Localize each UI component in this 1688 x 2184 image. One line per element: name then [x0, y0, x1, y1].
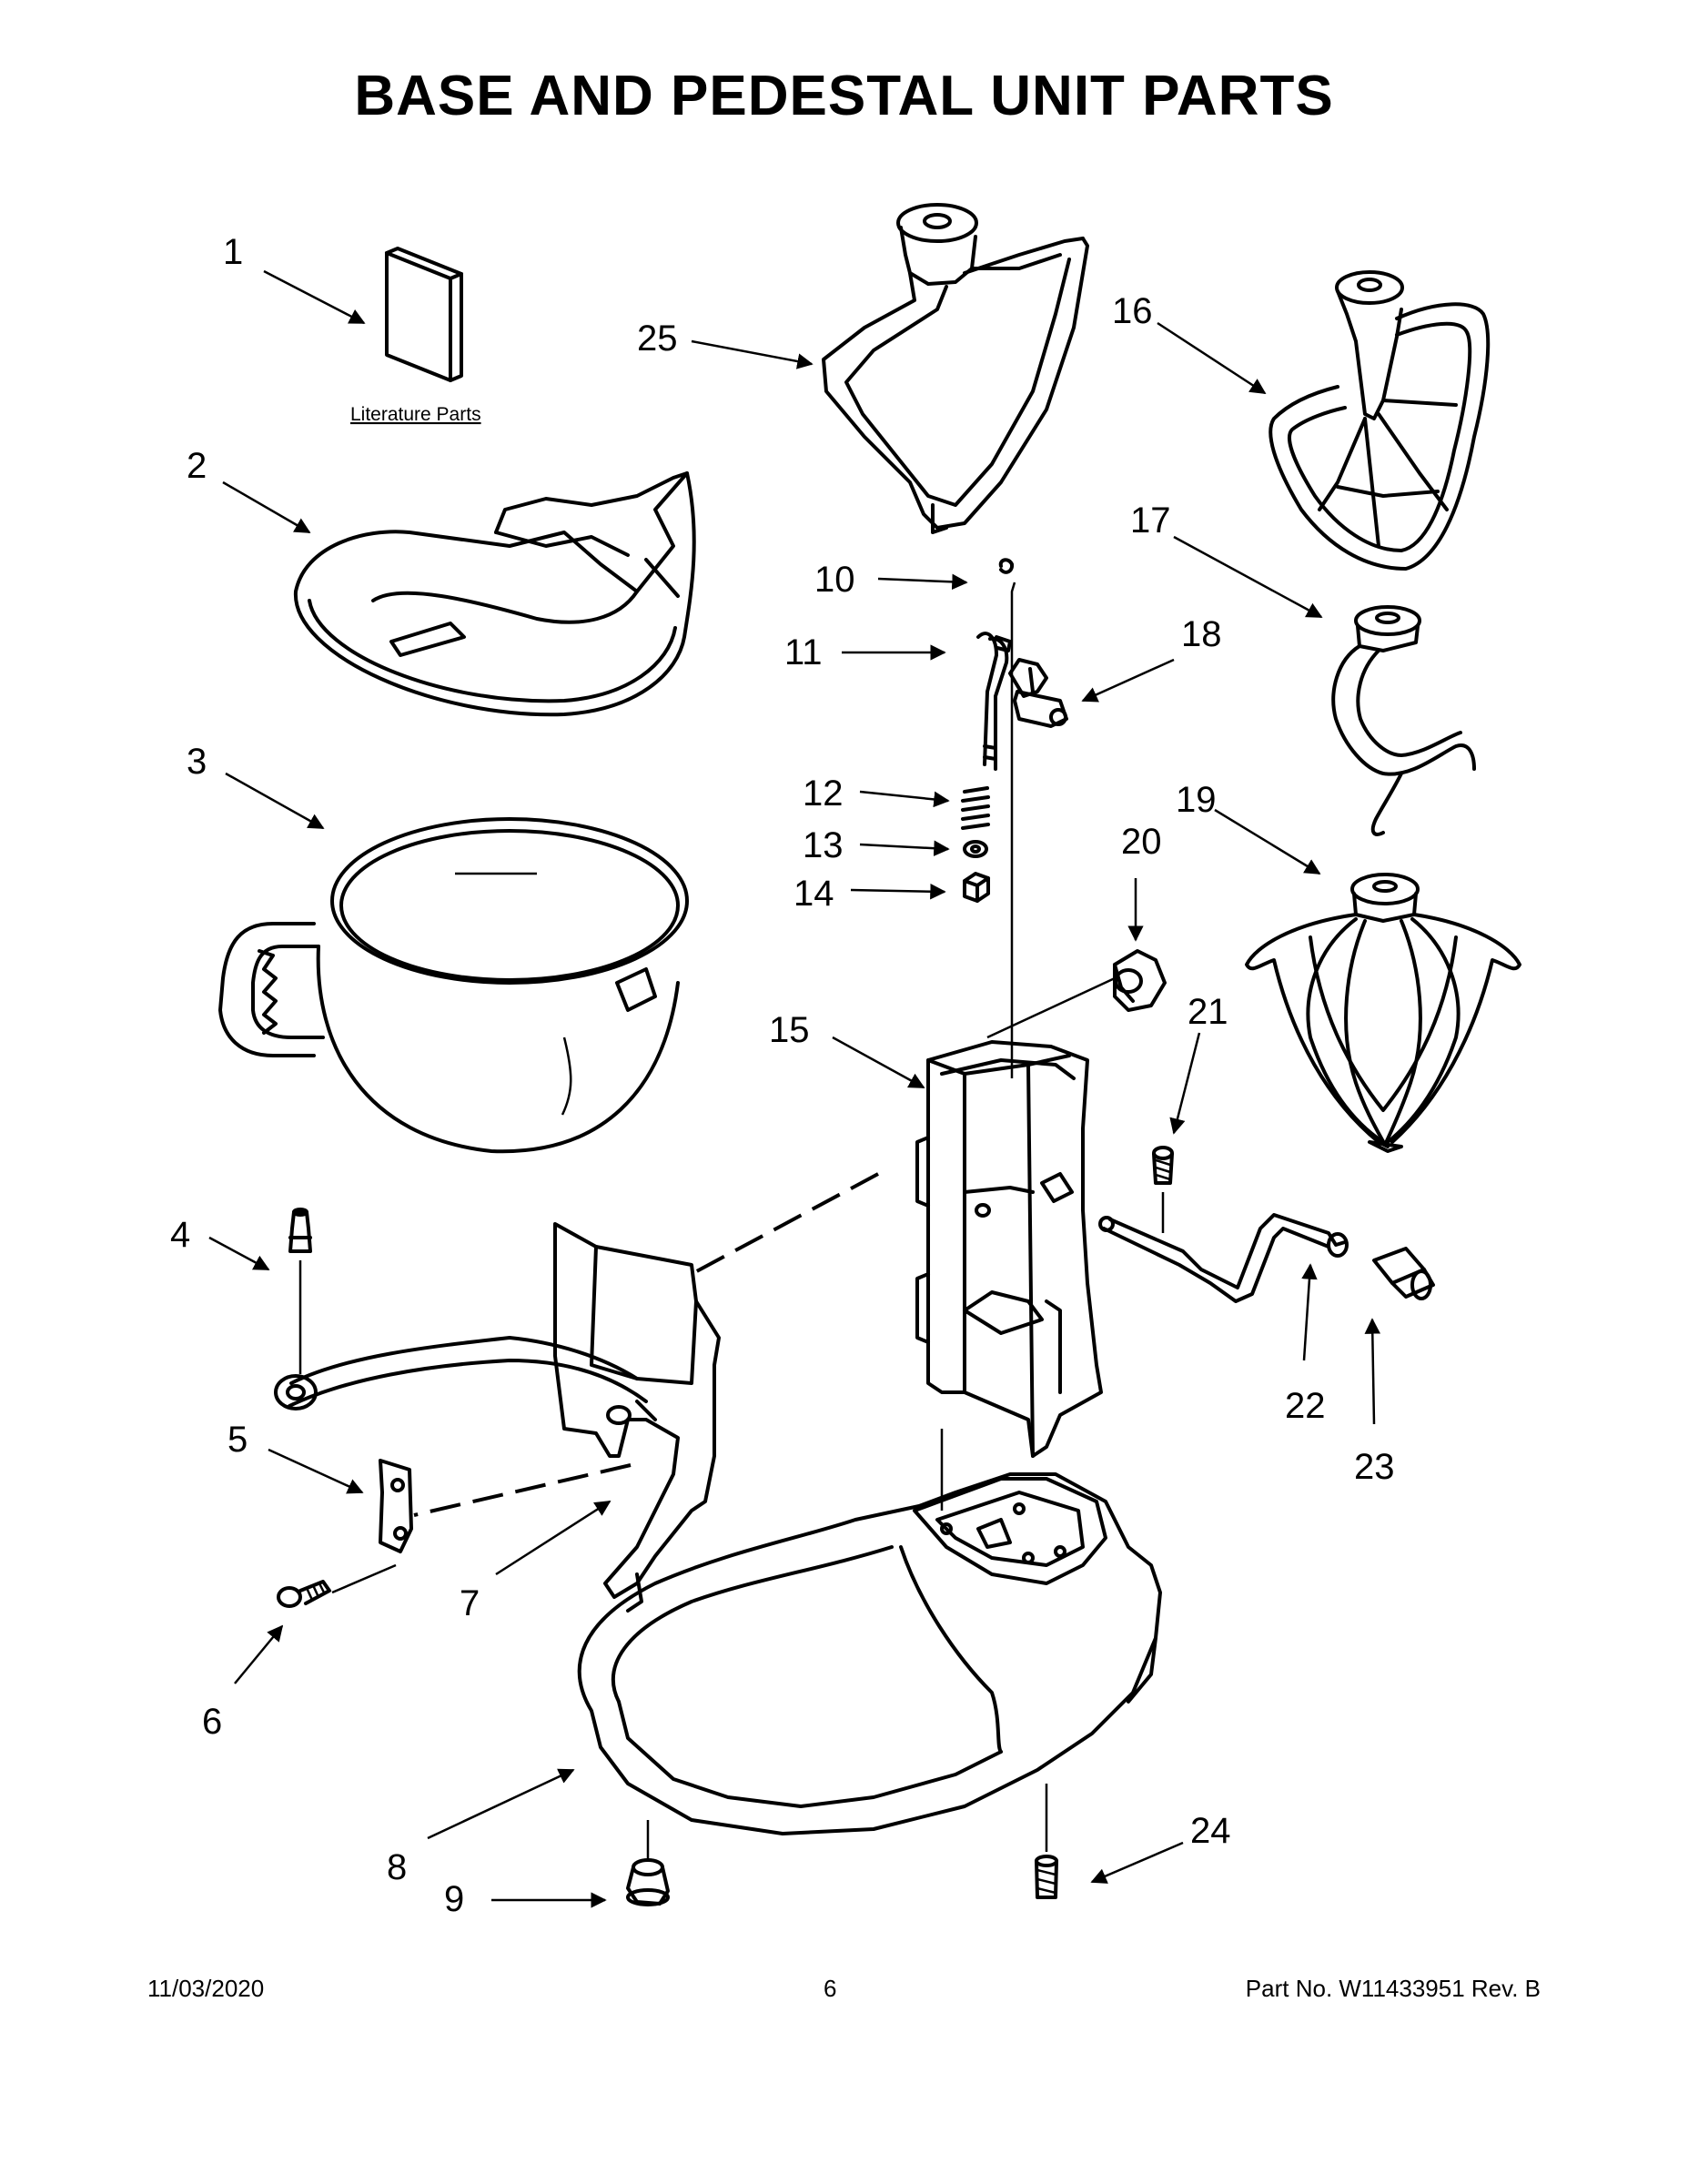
bowl-support[interactable] [274, 1222, 721, 1613]
callout-15: 15 [769, 1010, 810, 1050]
pedestal-column[interactable] [915, 1040, 1103, 1458]
literature-parts-label: Literature Parts [350, 404, 481, 425]
arrow-8 [427, 1768, 575, 1840]
mixer-base[interactable] [577, 1472, 1162, 1835]
callout-12: 12 [803, 774, 844, 814]
callout-6: 6 [202, 1702, 222, 1742]
arrow-25 [691, 339, 814, 369]
arrow-2 [222, 480, 311, 534]
spring[interactable] [961, 786, 990, 830]
callout-7: 7 [460, 1583, 480, 1623]
support-bracket[interactable] [379, 1459, 413, 1553]
arrow-12 [859, 790, 950, 808]
callout-1: 1 [223, 232, 243, 272]
arrow-18 [1081, 658, 1175, 703]
arrow-4 [208, 1236, 270, 1271]
rubber-foot[interactable] [626, 1858, 670, 1906]
callout-14: 14 [793, 874, 834, 914]
bracket-screw[interactable] [277, 1580, 331, 1608]
callout-23: 23 [1354, 1447, 1395, 1487]
lock-lever[interactable] [1008, 658, 1068, 728]
arrow-13 [859, 840, 950, 856]
arrow-1 [263, 269, 366, 325]
arrow-22 [1301, 1263, 1318, 1361]
dough-hook[interactable] [1331, 605, 1476, 836]
callout-11: 11 [784, 632, 823, 672]
callout-24: 24 [1190, 1811, 1231, 1851]
assembly-guide-lines [298, 581, 1165, 1861]
footer-part-number: Part No. W11433951 Rev. B [1245, 1975, 1541, 2002]
bowl-clamp-pin[interactable] [288, 1208, 312, 1253]
flat-beater[interactable] [1269, 270, 1491, 571]
callout-25: 25 [637, 318, 678, 359]
speed-control-plate[interactable] [1113, 949, 1167, 1012]
hinge-pin-cap[interactable] [1372, 1247, 1435, 1300]
pouring-shield[interactable] [293, 471, 696, 717]
literature-booklet[interactable] [385, 247, 463, 382]
callout-9: 9 [444, 1879, 464, 1919]
callout-2: 2 [187, 446, 207, 486]
mixing-bowl[interactable] [218, 817, 689, 1154]
hex-nut[interactable] [963, 872, 990, 903]
arrow-14 [850, 883, 946, 900]
arrow-3 [225, 772, 325, 830]
washer[interactable] [963, 840, 988, 858]
callout-20: 20 [1121, 822, 1162, 862]
footer-date: 11/03/2020 [147, 1975, 265, 2002]
callout-21: 21 [1188, 992, 1228, 1032]
callout-4: 4 [170, 1215, 190, 1255]
footer-page-number: 6 [824, 1975, 837, 2002]
callout-16: 16 [1112, 291, 1153, 331]
callout-19: 19 [1176, 780, 1217, 820]
hinge-pin[interactable] [1098, 1213, 1349, 1303]
flex-edge-beater[interactable] [822, 203, 1089, 534]
callout-numbers: 1 2 3 4 5 6 7 8 9 10 11 12 13 14 15 16 1… [170, 232, 1395, 1919]
page-title: BASE AND PEDESTAL UNIT PARTS [354, 65, 1334, 127]
callout-arrows [208, 269, 1381, 1908]
wire-whip[interactable] [1245, 873, 1521, 1153]
arrow-5 [268, 1448, 364, 1494]
callout-18: 18 [1181, 614, 1222, 654]
arrow-17 [1173, 535, 1323, 619]
arrow-24 [1090, 1841, 1184, 1884]
arrow-21 [1169, 1032, 1201, 1135]
base-screw[interactable] [1035, 1855, 1058, 1899]
callout-3: 3 [187, 742, 207, 782]
callout-13: 13 [803, 825, 844, 865]
callout-22: 22 [1285, 1386, 1326, 1426]
callout-17: 17 [1130, 500, 1171, 541]
callout-10: 10 [814, 560, 855, 600]
arrow-15 [832, 1036, 925, 1089]
arrow-10 [877, 573, 968, 591]
retaining-ring[interactable] [998, 558, 1015, 574]
hinge-screw[interactable] [1152, 1146, 1174, 1185]
arrow-7 [495, 1500, 612, 1576]
arrow-19 [1214, 808, 1321, 875]
arrow-16 [1157, 321, 1267, 395]
arrow-6 [234, 1624, 284, 1684]
callout-5: 5 [227, 1420, 248, 1460]
callout-8: 8 [387, 1847, 407, 1887]
latch-rod[interactable] [976, 632, 1012, 771]
arrow-23 [1364, 1318, 1381, 1425]
